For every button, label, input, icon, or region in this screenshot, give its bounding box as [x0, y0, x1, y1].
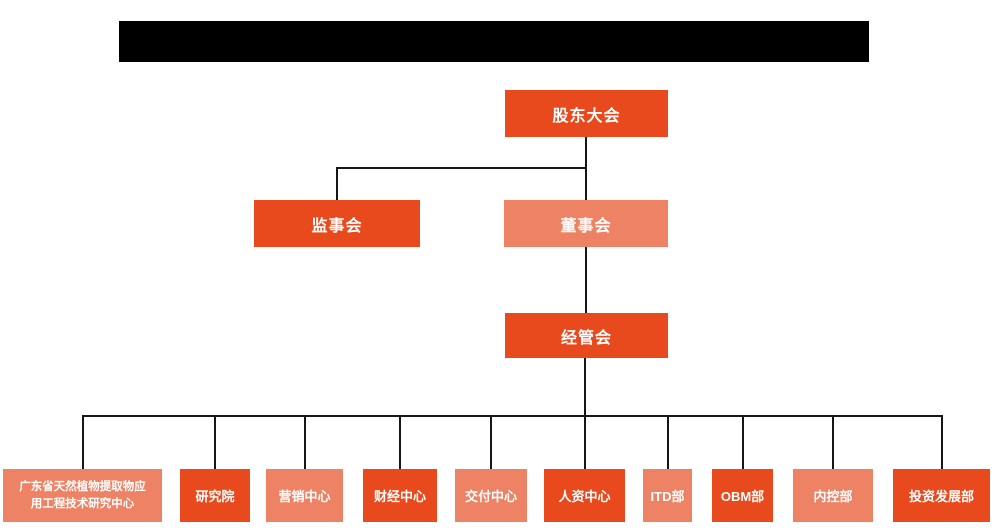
org-node-obm-dept: OBM部	[712, 469, 773, 522]
org-node-internal-control-dept: 内控部	[793, 469, 873, 522]
org-node-delivery-center: 交付中心	[455, 469, 527, 522]
connector-line	[336, 167, 338, 200]
connector-line	[941, 415, 943, 469]
org-node-board-of-directors: 董事会	[504, 200, 668, 247]
connector-line	[336, 167, 587, 169]
connector-line	[585, 247, 587, 313]
org-node-itd-dept: ITD部	[643, 469, 692, 522]
connector-line	[304, 415, 306, 469]
connector-line	[742, 415, 744, 469]
org-node-investment-development-dept: 投资发展部	[893, 469, 990, 522]
connector-line	[399, 415, 401, 469]
redacted-title-bar	[119, 21, 869, 62]
connector-line	[667, 415, 669, 469]
connector-line	[584, 358, 586, 416]
connector-line	[584, 415, 586, 469]
org-node-marketing-center: 营销中心	[266, 469, 343, 522]
org-node-shareholders-meeting: 股东大会	[505, 90, 668, 137]
org-node-research-center: 广东省天然植物提取物应 用工程技术研究中心	[3, 469, 162, 522]
connector-line	[832, 415, 834, 469]
connector-line	[214, 415, 216, 469]
org-node-management-committee: 经管会	[505, 313, 668, 358]
org-node-research-institute: 研究院	[180, 469, 250, 522]
connector-line	[490, 415, 492, 469]
org-node-finance-center: 财经中心	[363, 469, 437, 522]
org-node-hr-center: 人资中心	[544, 469, 625, 522]
connector-line	[82, 415, 84, 469]
org-node-supervisory-board: 监事会	[254, 200, 420, 247]
connector-line	[82, 415, 943, 417]
